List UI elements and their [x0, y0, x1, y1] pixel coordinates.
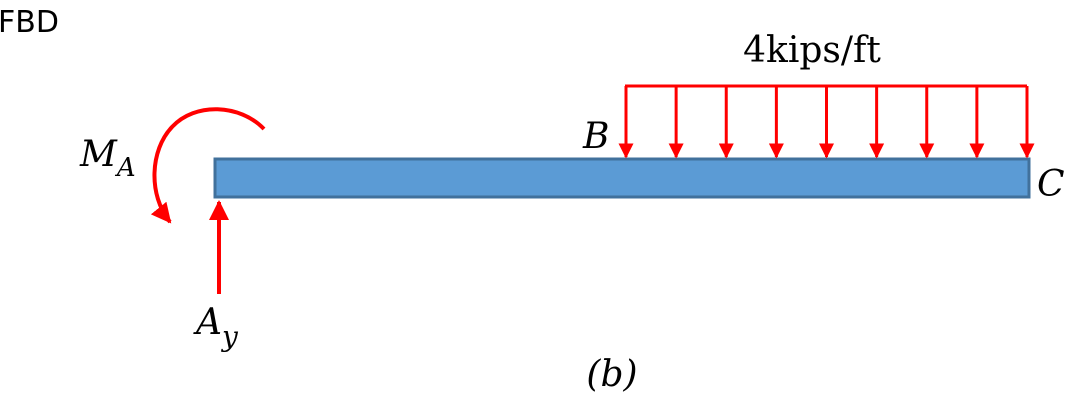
distributed-load-label: 4kips/ft: [743, 30, 881, 71]
reaction-force-ay-label: Ay: [193, 302, 239, 353]
distributed-load-arrows: [618, 86, 1035, 159]
reaction-moment-symbol: M: [79, 134, 118, 175]
reaction-force-subscript: y: [220, 320, 239, 353]
reaction-moment-ma-label: MA: [79, 134, 136, 183]
figure-label: FBD: [0, 5, 59, 40]
point-c-label: C: [1037, 164, 1065, 205]
point-b-label: B: [582, 116, 609, 157]
figure-caption: (b): [586, 354, 637, 395]
reaction-force-symbol: A: [193, 302, 222, 343]
reaction-moment-ma-arrow: [150, 107, 266, 224]
reaction-moment-subscript: A: [115, 153, 136, 183]
beam: [213, 157, 1031, 199]
